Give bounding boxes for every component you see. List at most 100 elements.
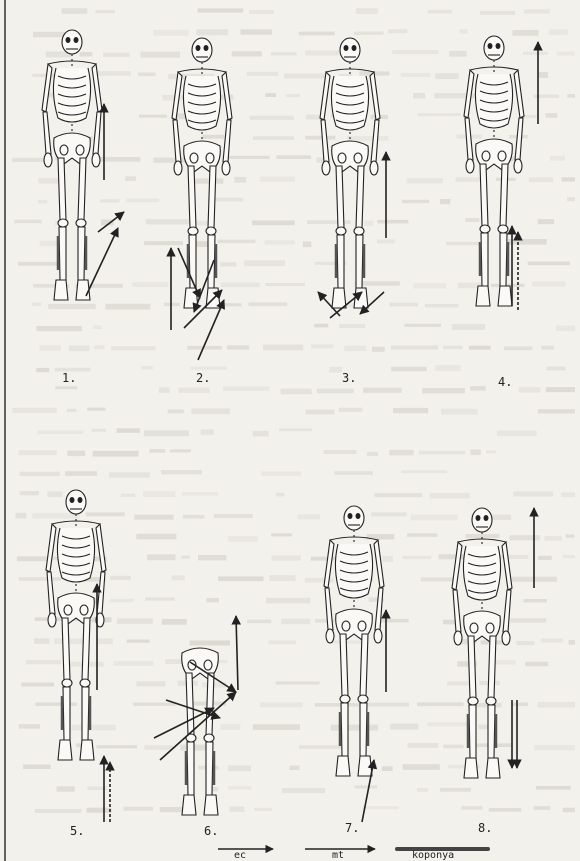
left-hand	[174, 161, 182, 175]
noise-stroke	[317, 389, 354, 394]
noise-stroke	[402, 200, 429, 203]
panel-label-5: 5.	[70, 824, 84, 838]
noise-stroke	[276, 493, 284, 497]
noise-stroke	[538, 556, 552, 560]
noise-stroke	[344, 346, 366, 351]
noise-stroke	[67, 451, 85, 457]
right-tibia	[360, 703, 367, 756]
skull	[340, 38, 360, 62]
right-femur	[82, 618, 90, 680]
right-tibia	[500, 233, 507, 286]
noise-stroke	[524, 599, 547, 603]
right-femur	[500, 164, 508, 226]
noise-stroke	[218, 240, 256, 243]
skull	[484, 36, 504, 60]
noise-stroke	[247, 72, 279, 76]
clavicle	[178, 69, 226, 72]
noise-stroke	[253, 136, 294, 140]
noise-stroke	[227, 345, 249, 349]
noise-stroke	[214, 514, 253, 518]
noise-stroke	[497, 430, 537, 436]
right-femur	[206, 673, 214, 735]
noise-stroke	[221, 724, 241, 730]
left-foot	[182, 795, 196, 815]
obturator	[338, 153, 346, 163]
noise-stroke	[524, 9, 550, 13]
panel-label-2: 2.	[196, 371, 210, 385]
noise-stroke	[253, 724, 300, 730]
left-hand	[322, 161, 330, 175]
noise-stroke	[65, 471, 97, 476]
right-upper-arm	[370, 72, 380, 120]
noise-stroke	[440, 199, 450, 204]
eye-socket	[196, 45, 201, 51]
noise-stroke	[389, 303, 418, 307]
noise-stroke	[377, 220, 408, 224]
left-tibia	[341, 703, 348, 756]
right-hand	[222, 161, 230, 175]
panel-label-6: 6.	[204, 824, 218, 838]
left-femur	[480, 164, 488, 226]
legend-label-koponya: koponya	[412, 850, 454, 861]
panel-labels: 1. 2. 3. 4. 5. 6. 7. 8.	[62, 371, 512, 838]
noise-stroke	[23, 764, 51, 768]
noise-stroke	[417, 788, 428, 792]
left-knee	[468, 697, 478, 705]
noise-stroke	[407, 533, 437, 537]
noise-stroke	[36, 326, 81, 331]
left-femur	[336, 166, 344, 228]
noise-stroke	[144, 430, 189, 436]
noise-stroke	[331, 725, 378, 731]
eye-socket	[488, 43, 493, 49]
noise-stroke	[510, 535, 540, 540]
noise-stroke	[80, 52, 93, 56]
noise-stroke	[265, 93, 276, 97]
noise-stroke	[286, 94, 300, 97]
noise-stroke	[418, 113, 461, 116]
noise-stroke	[203, 135, 225, 139]
noise-stroke	[269, 641, 296, 645]
noise-stroke	[172, 575, 185, 580]
noise-stroke	[136, 681, 165, 686]
left-knee	[62, 679, 72, 687]
noise-stroke	[123, 807, 153, 811]
noise-stroke	[190, 367, 226, 370]
noise-stroke	[391, 367, 427, 371]
noise-stroke	[266, 598, 310, 604]
noise-stroke	[126, 198, 159, 202]
eye-socket	[66, 37, 71, 43]
noise-stroke	[223, 156, 270, 159]
right-tibia	[82, 687, 89, 740]
noise-stroke	[272, 555, 301, 560]
obturator	[482, 151, 490, 161]
noise-stroke	[356, 8, 378, 14]
left-hand	[326, 629, 334, 643]
right-forearm	[503, 590, 511, 632]
noise-stroke	[145, 597, 175, 600]
noise-stroke	[250, 116, 294, 120]
noise-stroke	[228, 786, 251, 789]
noise-stroke	[17, 556, 47, 561]
noise-stroke	[403, 556, 432, 559]
noise-stroke	[117, 618, 153, 623]
noise-stroke	[14, 220, 41, 224]
noise-stroke	[528, 262, 570, 266]
noise-stroke	[48, 304, 95, 309]
noise-stroke	[389, 450, 414, 455]
noise-stroke	[55, 386, 77, 389]
noise-stroke	[512, 702, 528, 706]
noise-stroke	[563, 808, 575, 813]
noise-stroke	[71, 725, 115, 731]
noise-stroke	[201, 430, 214, 435]
noise-stroke	[87, 408, 105, 411]
noise-stroke	[134, 515, 173, 520]
noise-stroke	[40, 345, 61, 351]
noise-stroke	[279, 428, 312, 431]
obturator	[76, 145, 84, 155]
skeleton-figure-4	[464, 36, 524, 306]
noise-stroke	[260, 702, 303, 707]
noise-stroke	[306, 115, 321, 120]
left-hand	[48, 613, 56, 627]
noise-stroke	[329, 367, 342, 373]
noise-stroke	[138, 72, 155, 76]
